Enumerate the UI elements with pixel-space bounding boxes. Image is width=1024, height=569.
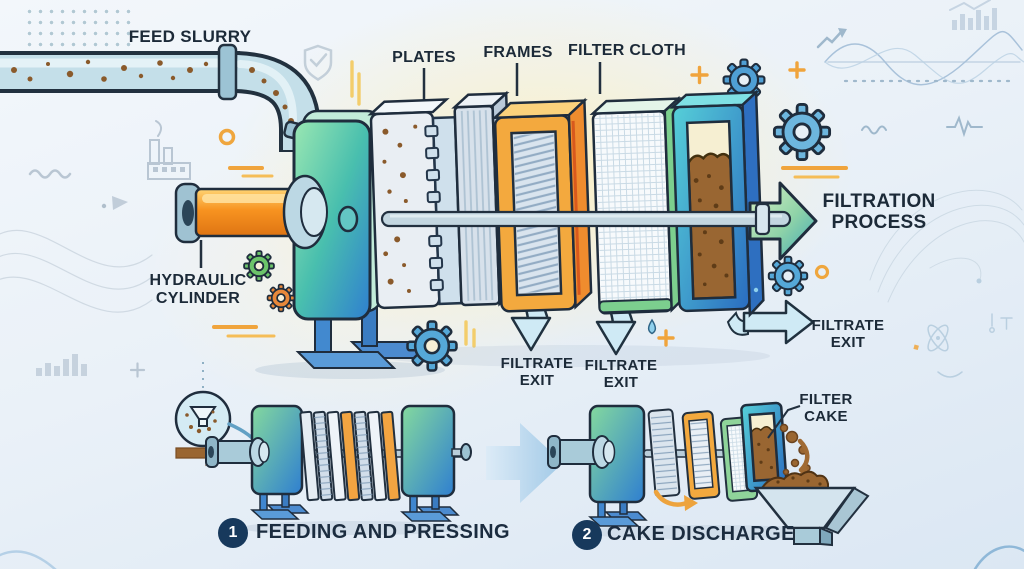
sine-waves-topright (824, 31, 1024, 86)
step-2-badge: 2 (572, 520, 602, 550)
shield-check-icon (303, 44, 333, 81)
triangle-decoration (112, 196, 128, 210)
speed-lines (212, 166, 848, 338)
atom-icon (927, 324, 949, 352)
bar-chart-icon-left (36, 354, 87, 376)
factory-icon (147, 120, 191, 180)
step-transition-arrow (486, 423, 563, 503)
curl-dot (976, 278, 982, 284)
heartbeat-icon (946, 115, 983, 138)
feed-slurry-pipe (0, 43, 321, 152)
plus-orange-icons (657, 61, 806, 347)
gear-icon (722, 58, 766, 102)
filter-cloth-plate (589, 95, 687, 315)
cake-texture-dots (693, 174, 729, 287)
orange-square-dot (913, 344, 919, 351)
inset-particles (185, 410, 217, 434)
trend-arrow-icon (816, 28, 847, 49)
press-closed-diagram (174, 362, 472, 522)
small-plate-stack (299, 410, 401, 502)
press-head-plate (282, 109, 449, 369)
press-open-diagram (547, 401, 870, 547)
filtrate-exit-left-label: FILTRATE EXIT (500, 355, 574, 389)
slurry-dots-on-plate (382, 124, 418, 293)
plate-comb (424, 124, 444, 292)
orange-ring-left (218, 128, 236, 146)
pipe-collar-1 (217, 43, 238, 101)
shadows (240, 345, 835, 539)
orange-ring-right (814, 264, 830, 280)
squiggle-right (861, 125, 887, 135)
filter-cloth-label: FILTER CLOTH (568, 42, 686, 59)
filtrate-exit-right-label: FILTRATE EXIT (811, 317, 885, 351)
plate-dotted (367, 90, 515, 310)
filtrate-exit-middle-label: FILTRATE EXIT (584, 357, 658, 391)
filtrate-arrow-right (726, 299, 815, 345)
center-rod (380, 202, 792, 236)
dot-decoration (101, 203, 107, 209)
cake-fall-arrow (797, 438, 810, 473)
gear-icon (767, 255, 809, 297)
gear-icon (266, 283, 296, 313)
small-press-right-plate (400, 404, 456, 498)
hopper-cake-pile (760, 470, 829, 489)
step-2-label: CAKE DISCHARGE (607, 523, 795, 545)
gear-icon (406, 320, 458, 372)
gear-icon (243, 250, 275, 282)
droplet-icon (647, 318, 657, 335)
plate-knob (337, 205, 359, 233)
feed-slurry-label: FEED SLURRY (128, 27, 252, 46)
funnel-icon (189, 406, 217, 427)
yellow-accent-lines (350, 60, 476, 348)
press-foot-front (295, 351, 397, 369)
plate-frame-orange (491, 97, 593, 313)
frames-label: FRAMES (483, 44, 553, 61)
wave-lines-left (0, 229, 153, 313)
plus-gray (129, 362, 146, 378)
pin-icons (937, 313, 1013, 378)
rod-collar (754, 202, 771, 236)
corner-wave-left (0, 550, 57, 569)
droplet-small (753, 287, 759, 293)
corner-wave-right (973, 545, 1024, 569)
hydraulic-cylinder (174, 182, 310, 244)
squiggle-left (28, 169, 72, 179)
spiral-lines-right (869, 189, 1024, 303)
label-pointer-lines (422, 62, 602, 100)
filter-cake-pointer-line (767, 405, 801, 439)
gear-icon (772, 102, 832, 162)
plates-label: PLATES (392, 49, 456, 66)
hopper (753, 470, 870, 547)
step-1-label: FEEDING AND PRESSING (256, 521, 510, 543)
bar-chart-icon-topright (949, 0, 997, 30)
hydraulic-cylinder-label: HYDRAULIC CYLINDER (149, 272, 247, 308)
filtration-process-label: FILTRATION PROCESS (822, 191, 936, 234)
step-1-badge: 1 (218, 518, 248, 548)
filter-cake-label: FILTER CAKE (799, 391, 853, 425)
